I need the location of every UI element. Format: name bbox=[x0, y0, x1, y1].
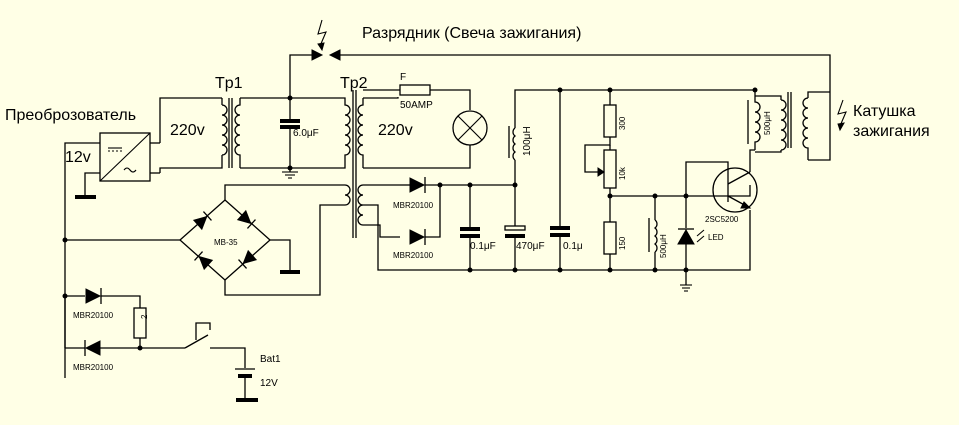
tr2-label: Tp2 bbox=[340, 75, 368, 92]
fuse-rating: 50AMP bbox=[400, 100, 433, 111]
tr1-voltage-label: 220v bbox=[170, 122, 205, 139]
ind-100-label: 100μH bbox=[522, 126, 533, 156]
diode-b-label: MBR20100 bbox=[393, 251, 434, 260]
cap-470-label: 470μF bbox=[516, 241, 545, 252]
ind-500-low-label: 500μH bbox=[659, 234, 668, 258]
res-2-label: 2 bbox=[140, 314, 149, 319]
input-voltage-label: 12v bbox=[65, 149, 91, 166]
fuse bbox=[363, 84, 471, 110]
inductor-100uh bbox=[508, 89, 755, 188]
transistor-2sc5200 bbox=[685, 149, 758, 213]
transformer-tp2 bbox=[224, 90, 471, 296]
transformer-tp1 bbox=[212, 97, 340, 169]
cap-6uf-label: 6.0μF bbox=[293, 128, 319, 139]
led-label: LED bbox=[708, 233, 724, 242]
inductor-500uh-low bbox=[648, 193, 658, 273]
lamp bbox=[452, 110, 488, 146]
capacitor-01uf-a bbox=[460, 182, 480, 273]
resistor-300 bbox=[584, 87, 617, 173]
capacitor-470uf bbox=[504, 185, 526, 273]
led bbox=[677, 193, 705, 292]
ind-500-top-label: 500μH bbox=[763, 111, 772, 135]
resistor-150 bbox=[603, 196, 617, 273]
diode-c-label: MBR20100 bbox=[73, 311, 114, 320]
diode-a-label: MBR20100 bbox=[393, 201, 434, 210]
res-150-label: 150 bbox=[618, 236, 627, 250]
cap-01b-label: 0.1μ bbox=[563, 241, 583, 252]
ignition-coil bbox=[747, 87, 847, 160]
transistor-label: 2SC5200 bbox=[705, 215, 739, 224]
converter-label: Преоброзователь bbox=[5, 107, 136, 124]
battery-voltage: 12V bbox=[260, 378, 278, 389]
coil-label-2: зажигания bbox=[853, 123, 930, 140]
diode-d-label: MBR20100 bbox=[73, 363, 114, 372]
tr2-voltage-label: 220v bbox=[378, 122, 413, 139]
potentiometer-10k bbox=[597, 145, 751, 199]
bridge-rectifier bbox=[62, 199, 300, 281]
cap-01a-label: 0.1μF bbox=[470, 241, 496, 252]
tr1-label: Tp1 bbox=[215, 75, 243, 92]
diode-top bbox=[400, 177, 515, 193]
coil-label-1: Катушка bbox=[853, 103, 916, 120]
fuse-letter: F bbox=[400, 72, 406, 83]
battery-label: Bat1 bbox=[260, 354, 281, 365]
res-10k-label: 10k bbox=[618, 166, 627, 180]
res-300-label: 300 bbox=[618, 116, 627, 130]
spark-gap bbox=[289, 19, 831, 161]
bridge-label: MB-35 bbox=[214, 238, 238, 247]
battery-branch bbox=[62, 288, 258, 402]
diode-bottom bbox=[409, 182, 443, 245]
capacitor-6uf bbox=[280, 95, 300, 179]
spark-gap-label: Разрядник (Свеча зажигания) bbox=[362, 25, 581, 42]
